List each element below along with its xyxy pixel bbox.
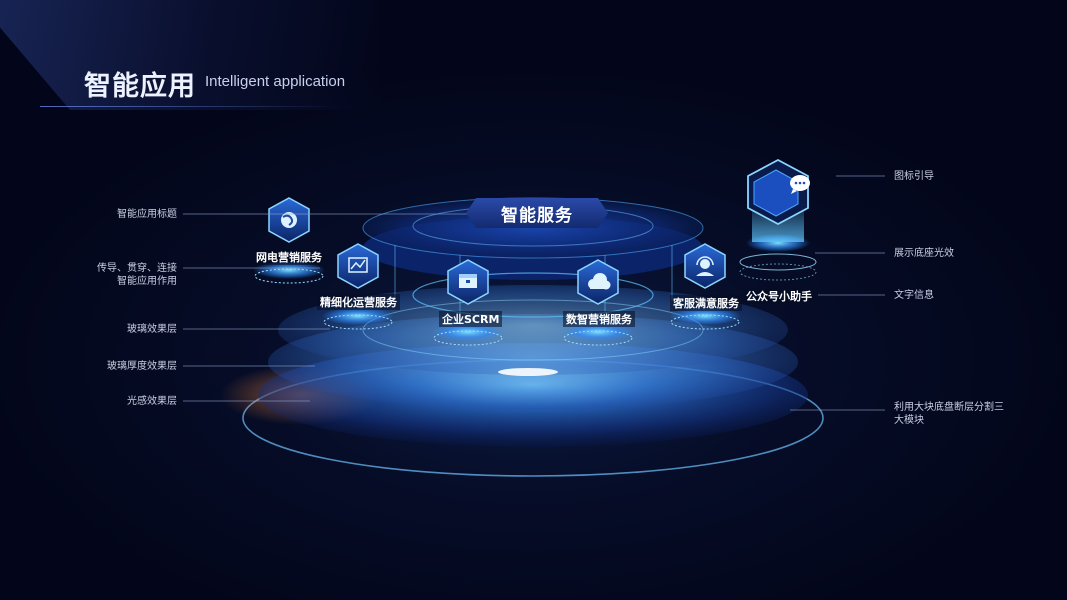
annotation-app-title: 智能应用标题 [117, 208, 177, 221]
annotation-base-glow: 展示底座光效 [894, 247, 954, 260]
globe-icon [269, 198, 309, 242]
node-label-enterprise-scrm: 企业SCRM [439, 311, 502, 327]
center-light-spot [498, 368, 558, 376]
annotation-text-info: 文字信息 [894, 289, 934, 302]
node-label-online-marketing: 网电营销服务 [253, 249, 325, 265]
annotation-icon-guide: 图标引导 [894, 170, 934, 183]
node-label-official-account-assistant: 公众号小助手 [743, 288, 815, 304]
annotation-module-split: 利用大块底盘断层分割三 大模块 [894, 401, 1004, 427]
annotation-connect-role: 传导、贯穿、连接 智能应用作用 [97, 262, 177, 288]
node-label-refined-operation: 精细化运营服务 [317, 294, 400, 310]
center-service-title: 智能服务 [466, 198, 608, 228]
annotation-glass-layer: 玻璃效果层 [127, 323, 177, 336]
annotation-light-layer: 光感效果层 [127, 395, 177, 408]
node-label-customer-satisfaction: 客服满意服务 [670, 295, 742, 311]
annotation-glass-thickness-layer: 玻璃厚度效果层 [107, 360, 177, 373]
node-label-smart-marketing: 数智营销服务 [563, 311, 635, 327]
